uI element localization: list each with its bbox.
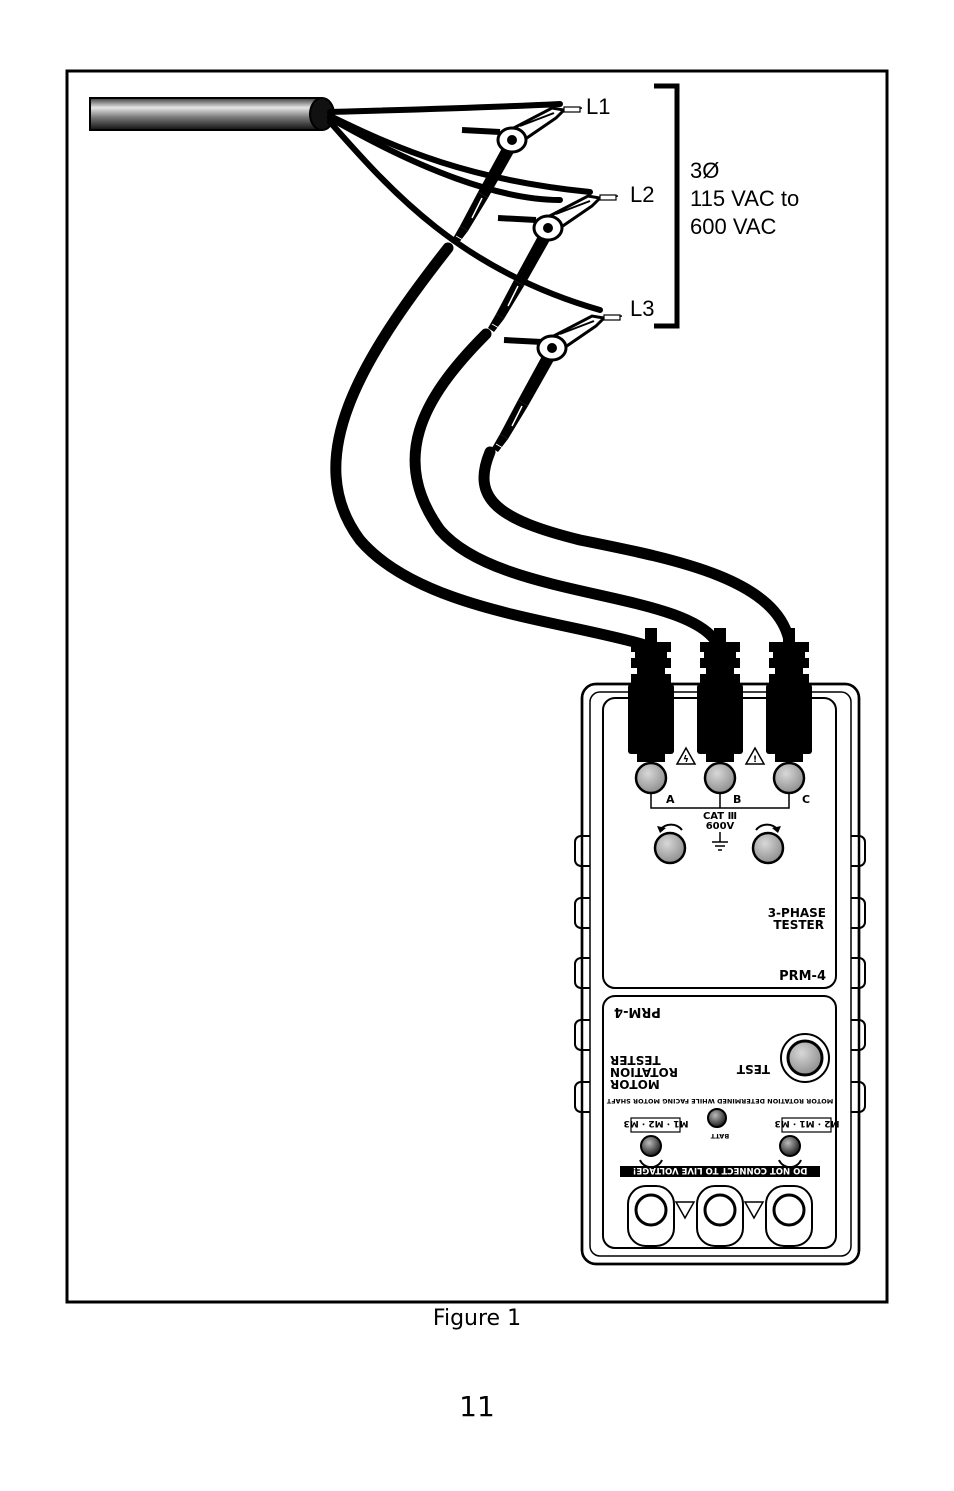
terminal-m1[interactable] xyxy=(765,1185,813,1247)
label-voltage-2: 600 VAC xyxy=(690,214,777,239)
batt-led xyxy=(707,1108,727,1128)
svg-text:ϟ: ϟ xyxy=(683,755,689,765)
terminal-c-label: C xyxy=(802,793,810,806)
alligator-clip-l3 xyxy=(490,313,624,454)
svg-text:DO NOT CONNECT TO LIVE VOLTAGE: DO NOT CONNECT TO LIVE VOLTAGE! xyxy=(633,1165,808,1175)
cat-voltage: 600V xyxy=(706,821,735,832)
rotation-indicator-ccw xyxy=(653,823,687,865)
label-l1: L1 xyxy=(586,94,610,119)
figure-frame xyxy=(65,69,889,1304)
shaft-note: MOTOR ROTATION DETERMINED WHILE FACING M… xyxy=(606,1097,833,1105)
terminal-m3[interactable] xyxy=(627,1185,675,1247)
label-l3: L3 xyxy=(630,296,654,321)
conductors xyxy=(327,101,603,313)
terminal-a[interactable] xyxy=(634,761,668,795)
alligator-clip-l1 xyxy=(450,105,584,246)
warning-icon-lower xyxy=(674,1201,765,1220)
supply-cable xyxy=(89,97,323,131)
warning-icon xyxy=(675,746,766,765)
terminal-b-label: B xyxy=(733,793,741,806)
rotation-led-left xyxy=(639,1135,663,1169)
ground-icon xyxy=(712,832,728,851)
tester-device: A B C CAT Ⅲ 600V ϟ ! 3-PHASE TESTER PRM-… xyxy=(574,682,866,1266)
upper-model: PRM-4 xyxy=(779,969,826,984)
svg-text:!: ! xyxy=(753,755,757,765)
label-voltage-1: 115 VAC to xyxy=(690,186,799,211)
rotation-led-right xyxy=(778,1135,802,1169)
label-l2: L2 xyxy=(630,182,654,207)
seq-box-left: M2 · M1 · M3 xyxy=(774,1117,840,1133)
svg-text:M2 · M1 · M3: M2 · M1 · M3 xyxy=(774,1118,839,1128)
terminal-c[interactable] xyxy=(772,761,806,795)
alligator-clip-l2 xyxy=(486,193,620,334)
phase-bracket xyxy=(654,83,680,329)
lower-title-3: TESTER xyxy=(610,1053,661,1067)
warning-banner: DO NOT CONNECT TO LIVE VOLTAGE! xyxy=(620,1165,820,1177)
seq-box-right: M1 · M2 · M3 xyxy=(623,1117,689,1133)
terminal-a-label: A xyxy=(666,793,675,806)
test-button[interactable] xyxy=(780,1033,830,1083)
banana-plug-a xyxy=(628,628,674,762)
banana-plug-c xyxy=(766,628,812,762)
lower-model: PRM-4 xyxy=(614,1004,661,1019)
lower-title-1: MOTOR xyxy=(610,1077,660,1091)
label-phase: 3Ø xyxy=(690,158,719,183)
test-leads xyxy=(330,242,796,651)
cat-rating: CAT Ⅲ xyxy=(703,811,737,822)
page-number: 11 xyxy=(459,1390,495,1423)
rotation-indicator-cw xyxy=(751,823,785,865)
lower-title-2: ROTATION xyxy=(610,1065,678,1079)
terminal-b[interactable] xyxy=(703,761,737,795)
batt-label: BATT xyxy=(710,1132,729,1140)
svg-text:M1 · M2 · M3: M1 · M2 · M3 xyxy=(623,1118,688,1128)
upper-title-1: 3-PHASE xyxy=(768,906,826,920)
upper-title-2: TESTER xyxy=(773,918,824,932)
test-label: TEST xyxy=(736,1062,770,1076)
banana-plug-b xyxy=(697,628,743,762)
terminal-m2[interactable] xyxy=(696,1185,744,1247)
figure-caption: Figure 1 xyxy=(432,1306,522,1331)
